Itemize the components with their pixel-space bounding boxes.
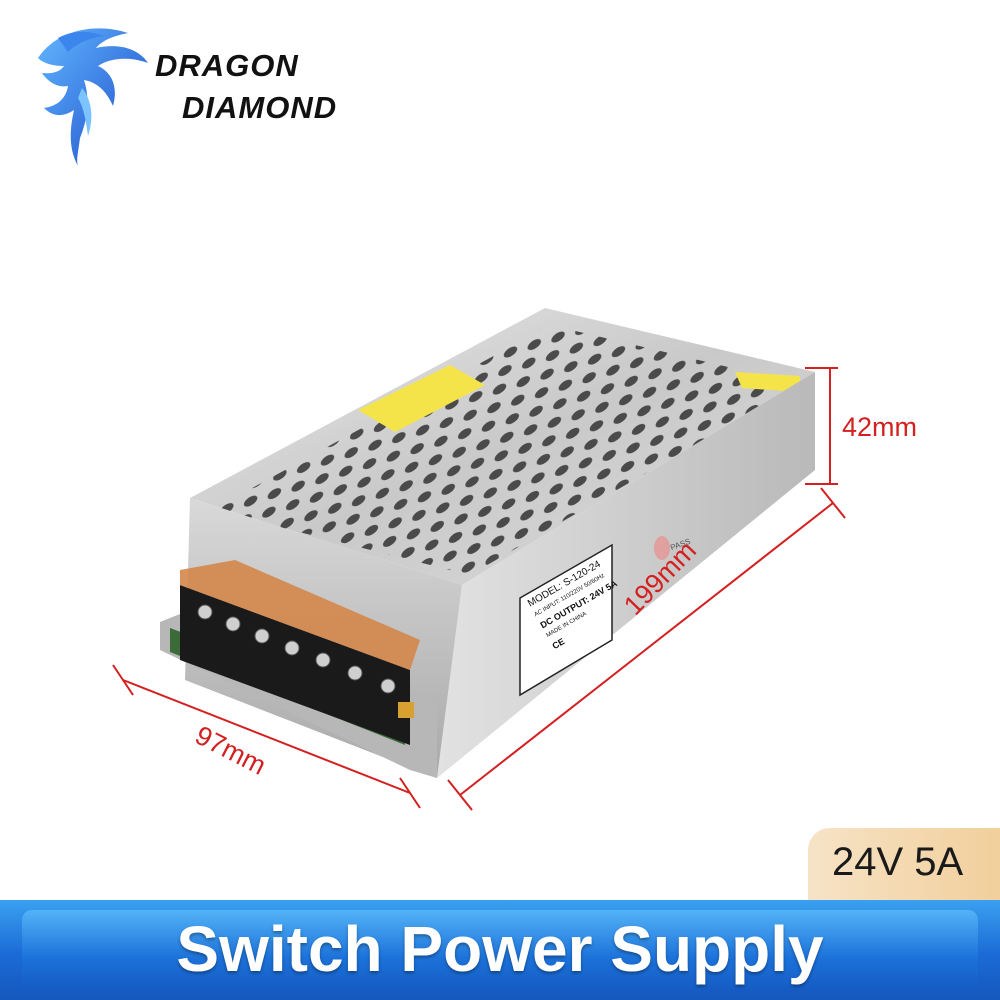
dimension-height: 42mm bbox=[842, 412, 918, 442]
brand-line2: DIAMOND bbox=[182, 90, 338, 125]
banner-title: Switch Power Supply bbox=[176, 913, 824, 985]
title-banner-inner bbox=[22, 910, 978, 990]
dragon-logo-icon bbox=[38, 28, 148, 167]
brand-line1: DRAGON bbox=[155, 48, 299, 83]
spec-badge bbox=[808, 828, 1000, 900]
spec-rating: 24V 5A bbox=[832, 840, 964, 884]
